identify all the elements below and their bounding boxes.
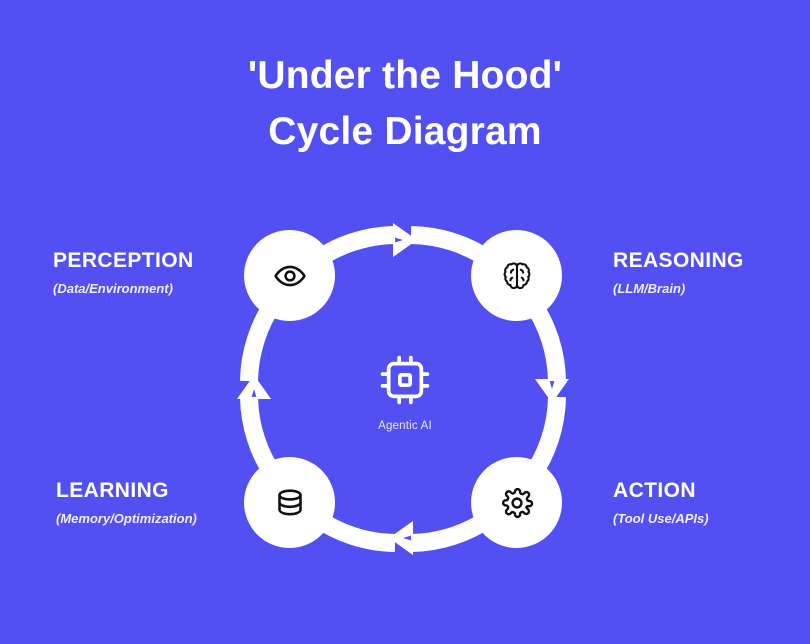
label-reasoning: REASONING (LLM/Brain) [613, 248, 744, 297]
arrow-reasoning-to-action-head [535, 379, 569, 403]
label-perception-title: PERCEPTION [53, 249, 194, 272]
title-line-2: Cycle Diagram [268, 110, 542, 153]
cpu-chip-icon [377, 352, 433, 408]
title-line-1: 'Under the Hood' [247, 54, 563, 97]
label-learning-title: LEARNING [56, 479, 169, 502]
label-perception: PERCEPTION (Data/Environment) [53, 248, 194, 297]
label-action: ACTION (Tool Use/APIs) [613, 478, 709, 527]
page-title: 'Under the Hood' Cycle Diagram [0, 48, 810, 160]
node-reasoning[interactable] [471, 230, 562, 321]
label-learning-subtitle: (Memory/Optimization) [56, 511, 197, 526]
arrow-perception-to-reasoning-head [393, 223, 417, 257]
node-learning[interactable] [244, 457, 335, 548]
gear-icon [500, 486, 534, 520]
label-reasoning-title: REASONING [613, 249, 744, 272]
arrow-action-to-learning-head [389, 521, 413, 555]
database-icon [273, 486, 307, 520]
label-learning: LEARNING (Memory/Optimization) [56, 478, 197, 527]
arrow-learning-to-perception-head [237, 375, 271, 399]
brain-icon [500, 259, 534, 293]
label-perception-subtitle: (Data/Environment) [53, 281, 173, 296]
center-core: Agentic AI [330, 352, 480, 432]
node-action[interactable] [471, 457, 562, 548]
node-perception[interactable] [244, 230, 335, 321]
eye-icon [273, 259, 307, 293]
label-action-title: ACTION [613, 479, 696, 502]
label-action-subtitle: (Tool Use/APIs) [613, 511, 709, 526]
center-label: Agentic AI [378, 420, 432, 432]
label-reasoning-subtitle: (LLM/Brain) [613, 281, 686, 296]
